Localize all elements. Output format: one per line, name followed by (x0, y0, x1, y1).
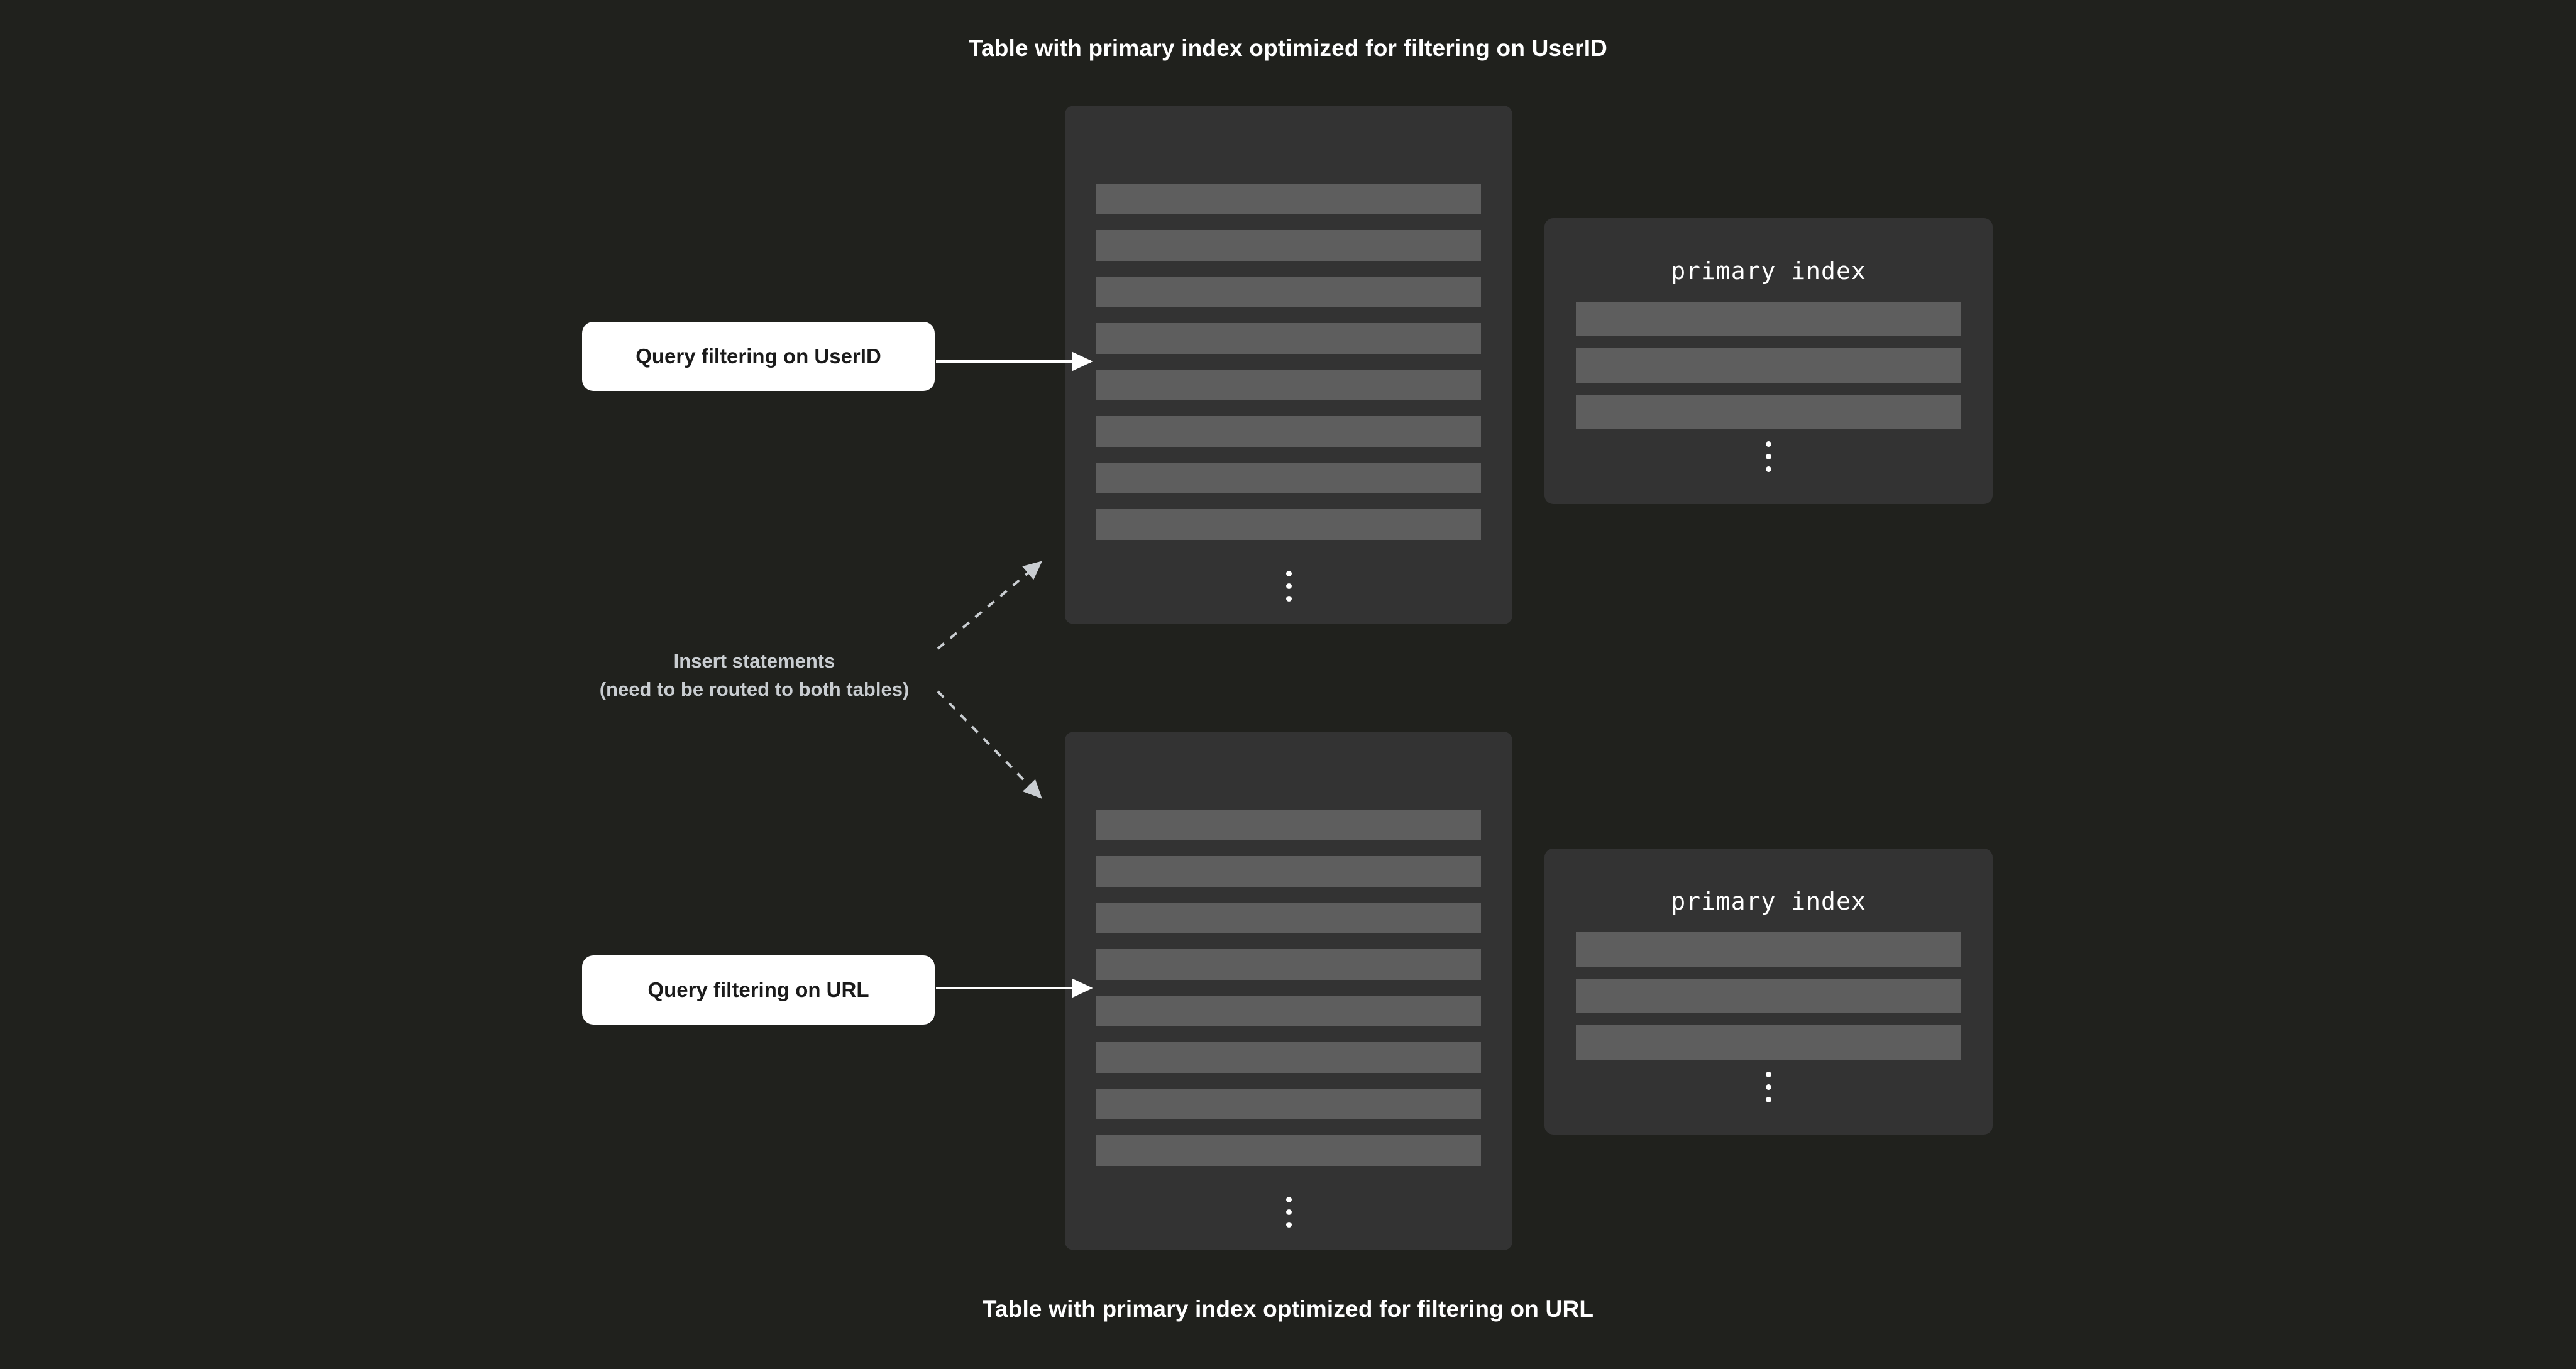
query-callout-url[interactable]: Query filtering on URL (582, 955, 935, 1025)
table-row (1096, 230, 1481, 261)
insert-statements-line-2: (need to be routed to both tables) (599, 678, 910, 700)
table-row (1096, 1042, 1481, 1073)
table-row (1096, 1089, 1481, 1119)
table-row (1096, 184, 1481, 214)
primary-index-rows (1544, 932, 1993, 1060)
primary-index-title: primary index (1671, 888, 1866, 915)
index-row (1576, 979, 1961, 1013)
arrow-insert-to-table-2 (937, 690, 1042, 799)
table-1-card[interactable]: table 1 (1065, 106, 1512, 624)
query-callout-userid[interactable]: Query filtering on UserID (582, 322, 935, 391)
table-row (1096, 856, 1481, 887)
index-row (1576, 302, 1961, 336)
table-row (1096, 996, 1481, 1026)
query-callout-userid-label: Query filtering on UserID (636, 344, 881, 368)
primary-index-title: primary index (1671, 257, 1866, 285)
table-row (1096, 370, 1481, 400)
index-row (1576, 348, 1961, 383)
table-row (1096, 323, 1481, 354)
table-row (1096, 949, 1481, 980)
top-section-title: Table with primary index optimized for f… (968, 35, 1608, 61)
insert-statements-line-1: Insert statements (673, 650, 835, 672)
index-row (1576, 932, 1961, 967)
primary-index-rows (1544, 302, 1993, 429)
primary-index-card-userid[interactable]: primary index (1544, 218, 1993, 504)
index-row (1576, 395, 1961, 429)
table-row (1096, 810, 1481, 840)
index-row (1576, 1025, 1961, 1060)
table-row (1096, 463, 1481, 493)
bottom-section-title: Table with primary index optimized for f… (982, 1296, 1594, 1322)
table-1-ellipsis-icon (1065, 571, 1512, 602)
table-row (1096, 416, 1481, 447)
table-row (1096, 277, 1481, 307)
insert-statements-label: Insert statements (need to be routed to … (585, 647, 924, 704)
query-callout-url-label: Query filtering on URL (647, 978, 869, 1001)
primary-index-card-url[interactable]: primary index (1544, 849, 1993, 1135)
primary-index-ellipsis-icon (1544, 1072, 1993, 1102)
table-1-rows (1065, 184, 1512, 540)
primary-index-ellipsis-icon (1544, 441, 1993, 472)
table-row (1096, 903, 1481, 933)
table-row (1096, 1135, 1481, 1166)
table-2-rows (1065, 810, 1512, 1166)
table-row (1096, 509, 1481, 540)
table-2-card[interactable]: table 2 (1065, 732, 1512, 1250)
arrow-insert-to-table-1 (937, 561, 1043, 650)
table-2-ellipsis-icon (1065, 1197, 1512, 1228)
